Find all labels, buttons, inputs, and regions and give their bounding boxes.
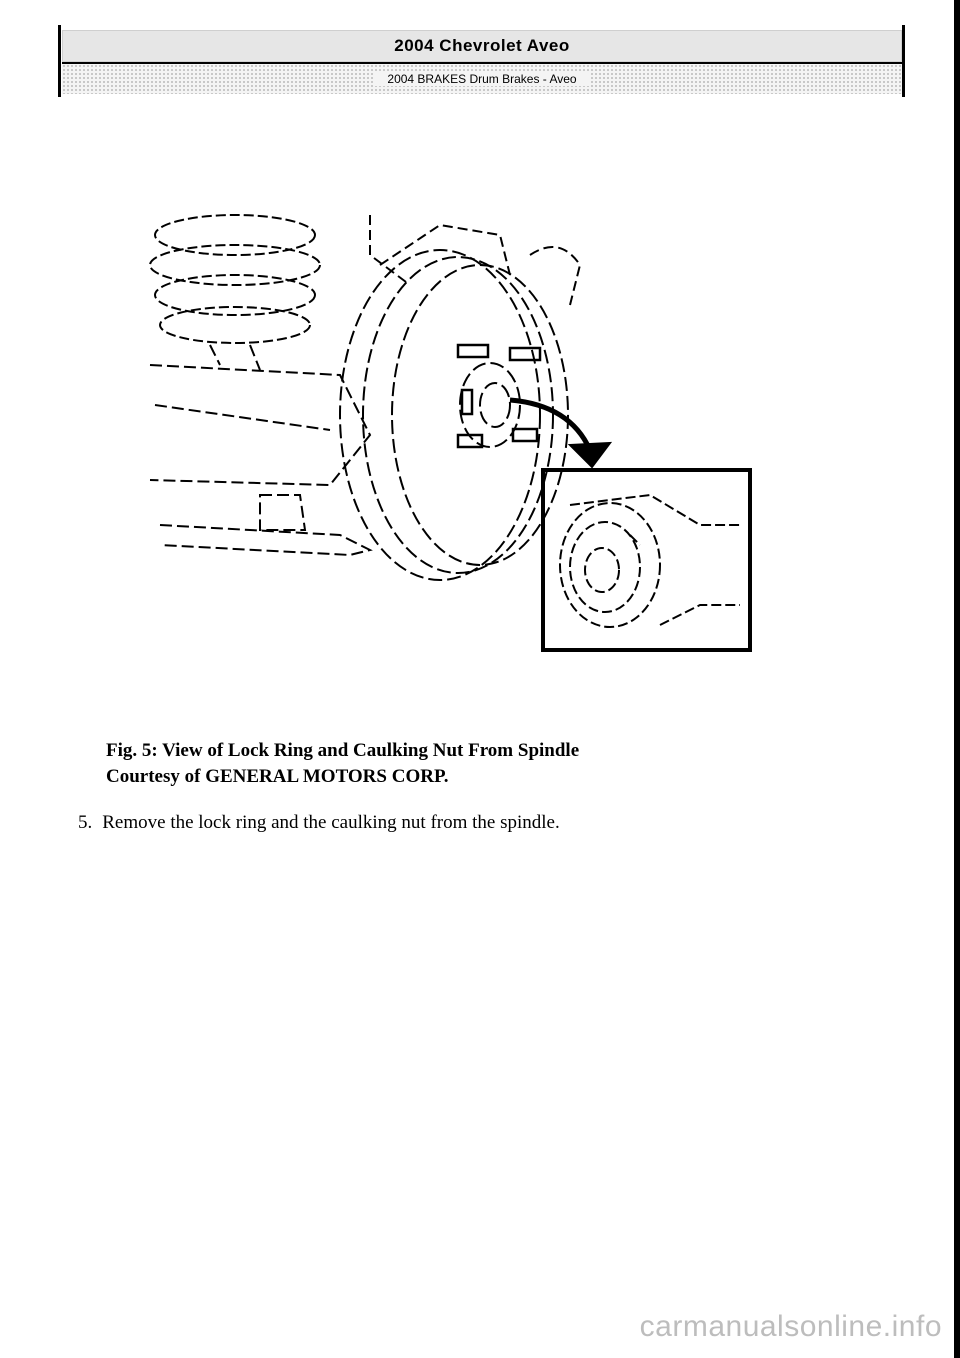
suspension-arm: [149, 344, 373, 557]
step-text: Remove the lock ring and the caulking nu…: [102, 812, 560, 833]
brake-drum: [339, 249, 569, 581]
inset-detail: [541, 468, 752, 652]
header-title: 2004 Chevrolet Aveo: [62, 30, 902, 62]
page-edge: [954, 0, 960, 1358]
figure-caption: Fig. 5: View of Lock Ring and Caulking N…: [106, 738, 579, 790]
right-margin-line: [902, 25, 905, 97]
knuckle: [369, 215, 582, 306]
caption-credit: Courtesy of GENERAL MOTORS CORP.: [106, 766, 449, 787]
watermark: carmanualsonline.info: [639, 1310, 942, 1343]
brake-drum-illustration: [149, 214, 752, 652]
header-subtitle: 2004 BRAKES Drum Brakes - Aveo: [62, 62, 902, 94]
caption-title: Fig. 5: View of Lock Ring and Caulking N…: [106, 740, 580, 761]
left-margin-line: [58, 25, 61, 97]
page-header: 2004 Chevrolet Aveo 2004 BRAKES Drum Bra…: [62, 30, 902, 94]
step-number: 5.: [78, 812, 93, 833]
detail-arrow: [509, 397, 613, 469]
header-subtitle-text: 2004 BRAKES Drum Brakes - Aveo: [375, 72, 589, 86]
wheel-studs: [456, 343, 542, 449]
procedure-step: 5. Remove the lock ring and the caulking…: [78, 812, 560, 834]
coil-spring: [149, 214, 321, 344]
